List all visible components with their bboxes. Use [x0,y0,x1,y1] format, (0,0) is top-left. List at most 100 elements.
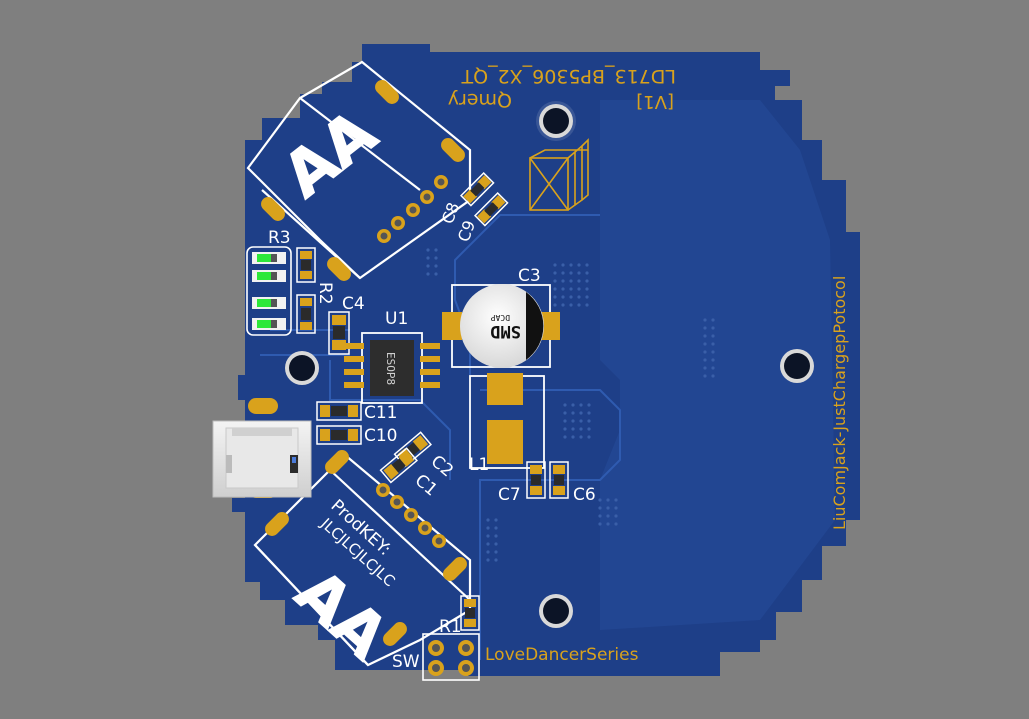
via [585,303,589,307]
via [553,263,557,267]
cap-marking: SMD [490,321,521,341]
via [553,303,557,307]
cap-c7-c6 [526,461,569,499]
via [703,342,707,346]
via [569,271,573,275]
via [703,318,707,322]
electrolytic-cap-c3: SMD DCAP [442,284,560,368]
via [569,279,573,283]
via [703,334,707,338]
via [711,374,715,378]
copper-pour-right [600,100,835,630]
via [494,558,498,562]
via [585,279,589,283]
via [703,374,707,378]
via [711,318,715,322]
inductor-l1 [469,373,545,469]
via [577,271,581,275]
mounting-hole-icon [285,351,319,385]
via [585,271,589,275]
via [614,514,618,518]
via [598,498,602,502]
via [614,506,618,510]
via [711,358,715,362]
via [571,427,575,431]
battery-bottom-pads [265,450,467,646]
resistor-r2 [296,294,316,334]
mounting-hole-icon [536,101,576,141]
designator-r3: R3 [268,228,291,248]
via [579,411,583,415]
via [561,279,565,283]
switch-sw [422,633,480,681]
via [614,498,618,502]
ic-u1-esop8: ESOP8 [344,332,440,404]
part-number-label: LD713_BP5306_X2_QT [461,65,676,87]
cap-c4 [328,311,350,355]
via [614,522,618,526]
version-label: [V1] [636,91,674,112]
via [563,435,567,439]
battery-bottom-contact-row [376,483,446,548]
via [711,326,715,330]
designator-sw: SW [392,652,420,672]
via [426,264,430,268]
via [587,419,591,423]
via [587,403,591,407]
mounting-hole-icon [780,349,814,383]
via [494,526,498,530]
stacked-square-x-logo-icon [529,138,589,211]
via [553,295,557,299]
via [561,271,565,275]
via [579,419,583,423]
via [587,435,591,439]
via [711,350,715,354]
via [486,542,490,546]
via [703,358,707,362]
author-label: Qmery [448,89,512,111]
via [561,295,565,299]
via [486,518,490,522]
via [553,271,557,275]
ic-marking: ESOP8 [384,352,397,385]
protocol-label: LiuComJack-JustChargepPotocol [830,276,849,530]
via [579,435,583,439]
via [569,287,573,291]
battery-top-contact-row [377,175,448,243]
via [434,248,438,252]
via [711,342,715,346]
cap-c11-c10 [316,401,362,445]
via [486,534,490,538]
designator-u1: U1 [385,309,408,329]
cap-c8-c9 [459,171,509,227]
via [606,514,610,518]
via [585,263,589,267]
via [587,411,591,415]
via [434,264,438,268]
via [561,287,565,291]
via [598,522,602,526]
via [598,506,602,510]
battery-top-pads [261,80,465,281]
designator-c7: C7 [498,485,521,505]
via [569,303,573,307]
via [579,427,583,431]
via [571,419,575,423]
cap-c2-c1 [379,431,432,484]
designator-r2: R2 [315,282,335,305]
via [587,427,591,431]
via [426,272,430,276]
via-array [426,248,715,562]
designator-c4: C4 [342,294,365,314]
via [703,366,707,370]
via [434,272,438,276]
via [494,518,498,522]
resistor-r1 [460,595,480,631]
via [563,427,567,431]
via [561,263,565,267]
via [571,435,575,439]
designator-c6: C6 [573,485,596,505]
via [579,403,583,407]
